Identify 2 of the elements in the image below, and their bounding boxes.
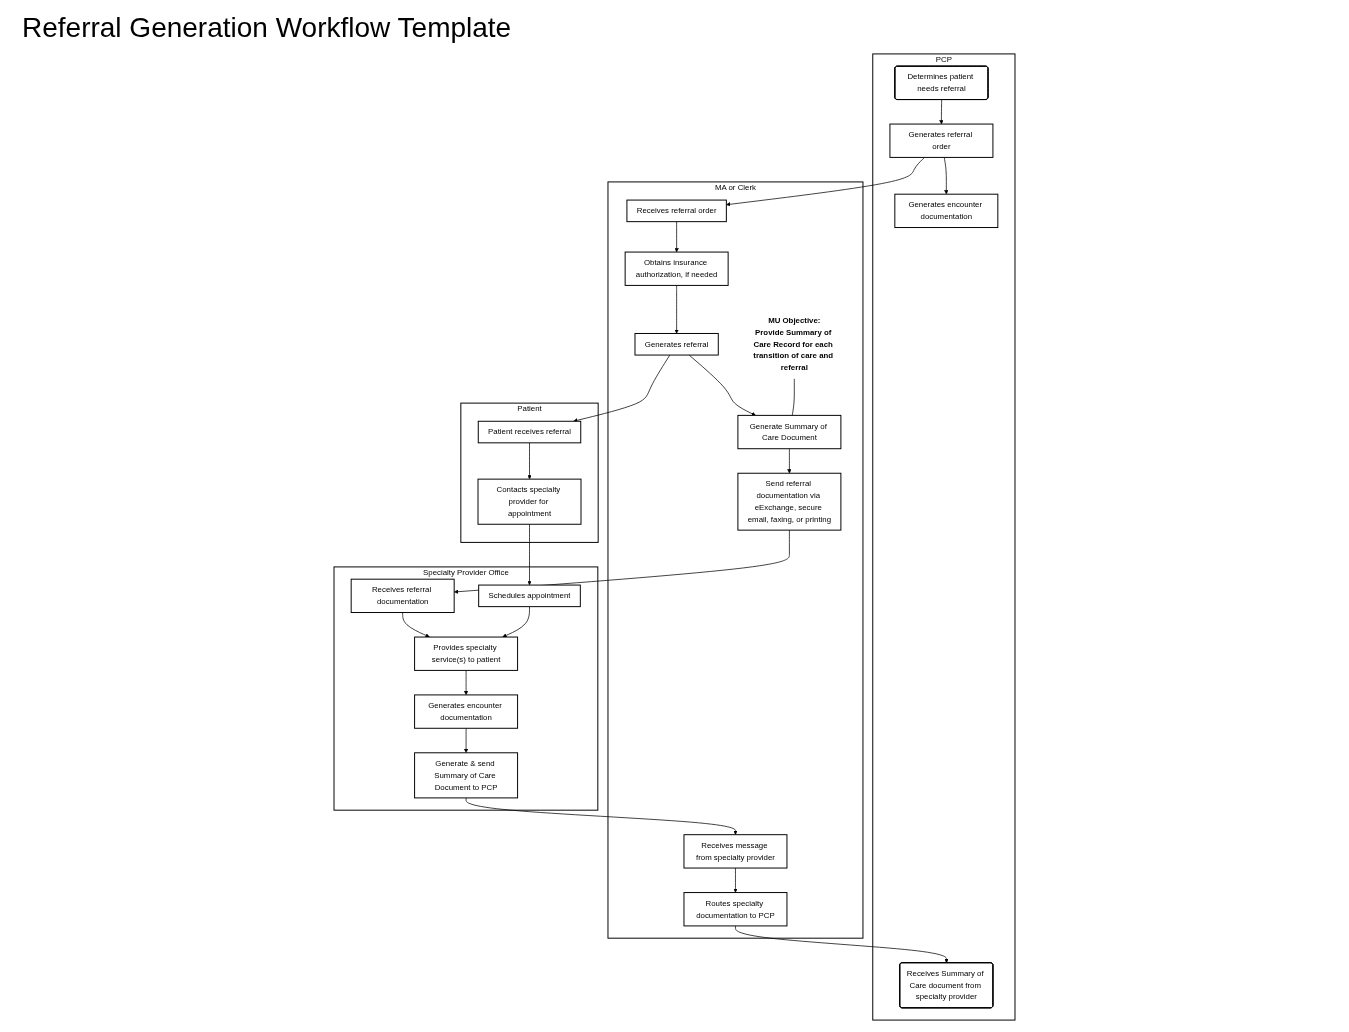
- connector: [791, 378, 795, 416]
- diagram-title: Referral Generation Workflow Template: [22, 12, 513, 44]
